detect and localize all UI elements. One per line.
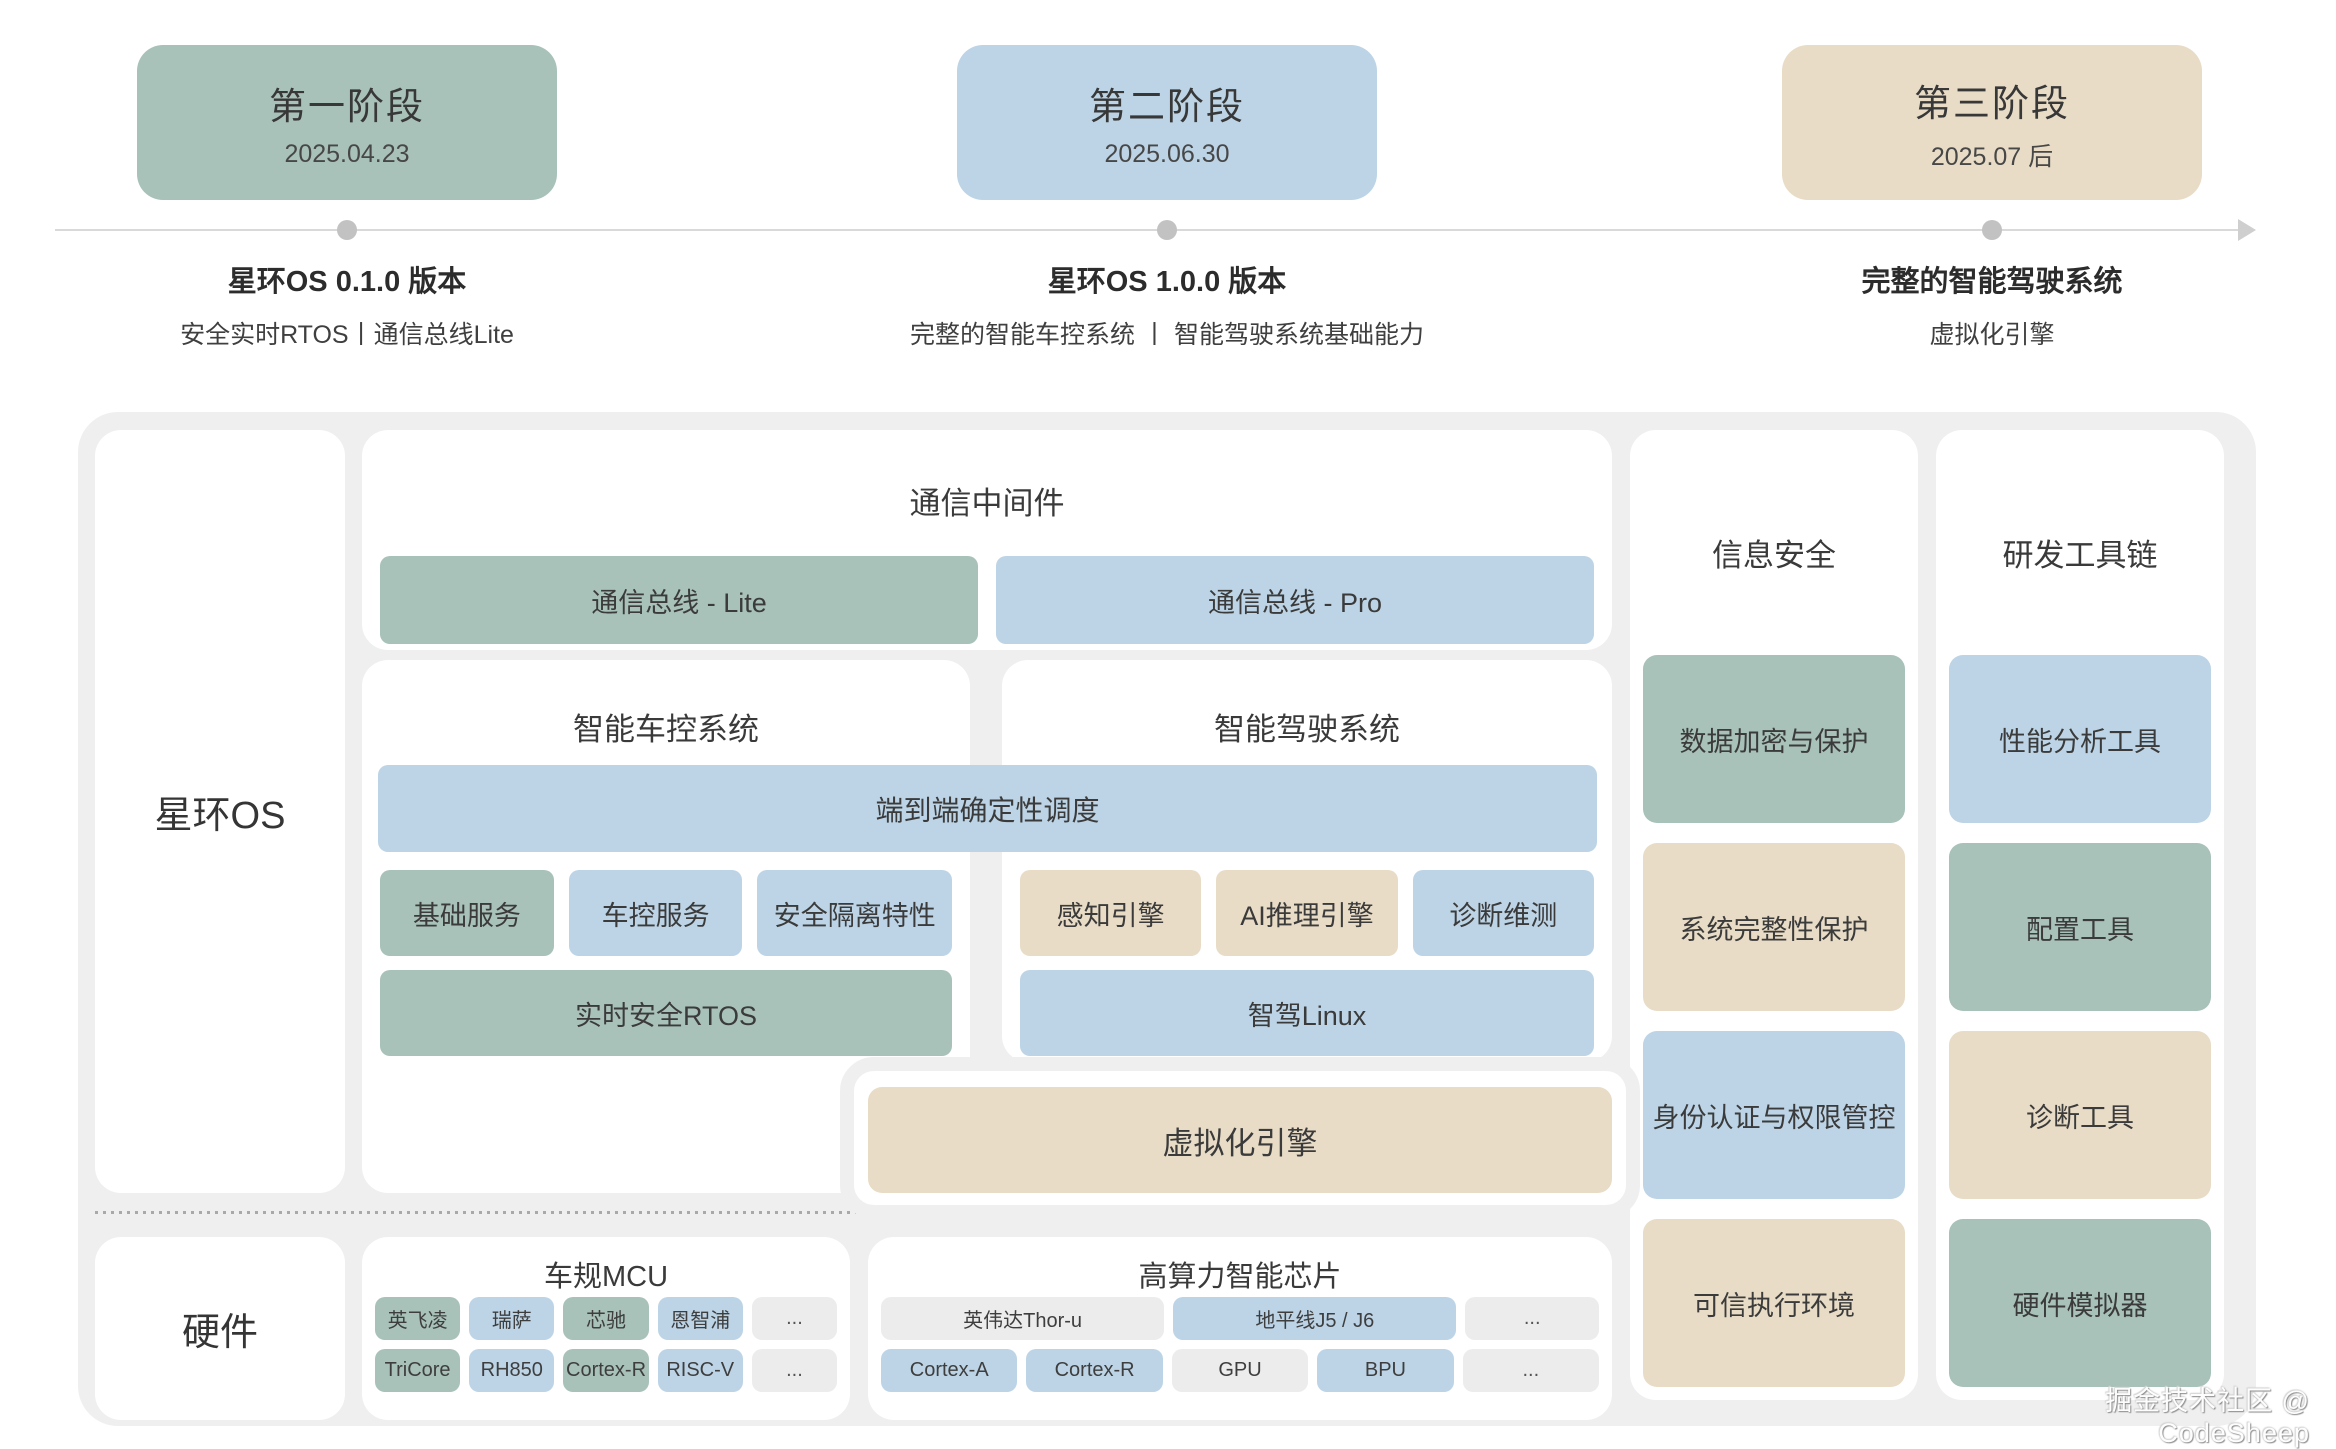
milestone-1: 星环OS 0.1.0 版本 安全实时RTOS丨通信总线Lite — [0, 258, 697, 351]
data-encryption-box: 数据加密与保护 — [1643, 655, 1905, 823]
architecture-container: 星环OS 通信中间件 通信总线 - Lite 通信总线 - Pro 智能车控系统… — [78, 412, 2256, 1426]
timeline-dot-3 — [1982, 220, 2002, 240]
comm-bus-pro-box: 通信总线 - Pro — [996, 556, 1594, 644]
mcu-core-more: ... — [751, 1349, 838, 1392]
soc-vendor-row: 英伟达Thor-u 地平线J5 / J6 ... — [881, 1297, 1599, 1340]
driving-system-card: 智能驾驶系统 感知引擎 AI推理引擎 诊断维测 智驾Linux — [1002, 660, 1612, 1062]
phase-box-1: 第一阶段 2025.04.23 — [137, 45, 557, 200]
mcu-core-risc-v: RISC-V — [657, 1349, 743, 1392]
comm-bus-row: 通信总线 - Lite 通信总线 - Pro — [380, 556, 1594, 644]
hardware-simulator-box: 硬件模拟器 — [1949, 1219, 2211, 1387]
mcu-chip-nxp: 恩智浦 — [657, 1297, 743, 1340]
vehicle-control-title: 智能车控系统 — [573, 712, 759, 747]
toolchain-column-card: 研发工具链 性能分析工具 配置工具 诊断工具 硬件模拟器 — [1936, 430, 2224, 1400]
soc-card: 高算力智能芯片 英伟达Thor-u 地平线J5 / J6 ... Cortex-… — [868, 1237, 1612, 1420]
comm-bus-lite-box: 通信总线 - Lite — [380, 556, 978, 644]
soc-core-gpu: GPU — [1171, 1349, 1309, 1392]
mcu-core-rh850: RH850 — [469, 1349, 555, 1392]
timeline-dot-2 — [1157, 220, 1177, 240]
milestone-2-title: 星环OS 1.0.0 版本 — [1047, 266, 1287, 298]
timeline-line — [55, 229, 2241, 231]
mcu-chip-more: ... — [751, 1297, 838, 1340]
milestone-3-title: 完整的智能驾驶系统 — [1861, 266, 2123, 298]
comm-middleware-card: 通信中间件 通信总线 - Lite 通信总线 - Pro — [362, 430, 1612, 650]
mcu-chip-semidrive: 芯驰 — [563, 1297, 649, 1340]
ai-inference-box: AI推理引擎 — [1216, 870, 1398, 956]
vehicle-control-card: 智能车控系统 基础服务 车控服务 安全隔离特性 实时安全RTOS — [362, 660, 970, 1193]
timeline-arrow-icon — [2238, 219, 2256, 241]
safety-isolation-box: 安全隔离特性 — [757, 870, 952, 956]
rtos-box: 实时安全RTOS — [380, 970, 952, 1056]
driving-system-title: 智能驾驶系统 — [1214, 712, 1400, 747]
milestone-3: 完整的智能驾驶系统 虚拟化引擎 — [1642, 258, 2336, 351]
os-sidebar-card: 星环OS — [95, 430, 345, 1193]
system-integrity-box: 系统完整性保护 — [1643, 843, 1905, 1011]
phase-1-date: 2025.04.23 — [284, 140, 410, 168]
identity-auth-box: 身份认证与权限管控 — [1643, 1031, 1905, 1199]
soc-chip-horizon-j5-j6: 地平线J5 / J6 — [1173, 1297, 1457, 1340]
perf-analysis-tool-box: 性能分析工具 — [1949, 655, 2211, 823]
toolchain-title: 研发工具链 — [2002, 538, 2158, 573]
diagnostic-tool-box: 诊断工具 — [1949, 1031, 2211, 1199]
phase-box-2: 第二阶段 2025.06.30 — [957, 45, 1377, 200]
phase-1-title: 第一阶段 — [269, 86, 425, 127]
diagnostics-box: 诊断维测 — [1412, 870, 1594, 956]
milestone-1-title: 星环OS 0.1.0 版本 — [227, 266, 467, 298]
milestone-2: 星环OS 1.0.0 版本 完整的智能车控系统 丨 智能驾驶系统基础能力 — [717, 258, 1617, 351]
mcu-card: 车规MCU 英飞凌 瑞萨 芯驰 恩智浦 ... TriCore RH850 Co… — [362, 1237, 850, 1420]
soc-core-cortex-a: Cortex-A — [881, 1349, 1018, 1392]
milestone-3-subtitle: 虚拟化引擎 — [1929, 321, 2055, 349]
security-column-card: 信息安全 数据加密与保护 系统完整性保护 身份认证与权限管控 可信执行环境 — [1630, 430, 1918, 1400]
phase-box-3: 第三阶段 2025.07 后 — [1782, 45, 2202, 200]
hardware-label: 硬件 — [181, 1312, 258, 1354]
config-tool-box: 配置工具 — [1949, 843, 2211, 1011]
milestone-2-subtitle: 完整的智能车控系统 丨 智能驾驶系统基础能力 — [910, 321, 1424, 349]
vehicle-control-services-row: 基础服务 车控服务 安全隔离特性 — [380, 870, 952, 956]
soc-title: 高算力智能芯片 — [1138, 1261, 1342, 1293]
mcu-vendor-row: 英飞凌 瑞萨 芯驰 恩智浦 ... — [375, 1297, 838, 1340]
soc-core-more: ... — [1462, 1349, 1600, 1392]
hardware-separator-line — [95, 1211, 1603, 1214]
soc-core-row: Cortex-A Cortex-R GPU BPU ... — [881, 1349, 1600, 1392]
watermark-text: 掘金技术社区 @ CodeSheep — [2105, 1386, 2310, 1448]
phase-2-title: 第二阶段 — [1089, 86, 1245, 127]
phase-3-title: 第三阶段 — [1914, 82, 2070, 124]
vehicle-services-box: 车控服务 — [568, 870, 743, 956]
mcu-title: 车规MCU — [543, 1261, 669, 1293]
comm-middleware-title: 通信中间件 — [909, 486, 1065, 521]
soc-chip-more: ... — [1465, 1297, 1599, 1340]
mcu-core-row: TriCore RH850 Cortex-R RISC-V ... — [375, 1349, 838, 1392]
end-to-end-scheduling-bar: 端到端确定性调度 — [378, 765, 1597, 852]
perception-engine-box: 感知引擎 — [1020, 870, 1202, 956]
os-label: 星环OS — [154, 795, 286, 837]
mcu-chip-infineon: 英飞凌 — [375, 1297, 461, 1340]
phase-2-date: 2025.06.30 — [1104, 140, 1230, 168]
driving-services-row: 感知引擎 AI推理引擎 诊断维测 — [1020, 870, 1594, 956]
phase-3-date: 2025.07 后 — [1930, 142, 2054, 171]
security-title: 信息安全 — [1712, 538, 1836, 573]
mcu-core-cortex-r: Cortex-R — [563, 1349, 649, 1392]
driving-linux-box: 智驾Linux — [1020, 970, 1594, 1056]
soc-chip-nvidia-thor: 英伟达Thor-u — [881, 1297, 1165, 1340]
soc-core-bpu: BPU — [1317, 1349, 1454, 1392]
soc-core-cortex-r: Cortex-R — [1026, 1349, 1163, 1392]
mcu-core-tricore: TriCore — [375, 1349, 461, 1392]
milestone-1-subtitle: 安全实时RTOS丨通信总线Lite — [180, 321, 514, 349]
trusted-execution-box: 可信执行环境 — [1643, 1219, 1905, 1387]
virtualization-card: 虚拟化引擎 — [840, 1057, 1640, 1219]
mcu-chip-renesas: 瑞萨 — [469, 1297, 555, 1340]
timeline-dot-1 — [337, 220, 357, 240]
basic-services-box: 基础服务 — [380, 870, 554, 956]
virtualization-engine-box: 虚拟化引擎 — [868, 1087, 1612, 1193]
hardware-sidebar-card: 硬件 — [95, 1237, 345, 1420]
